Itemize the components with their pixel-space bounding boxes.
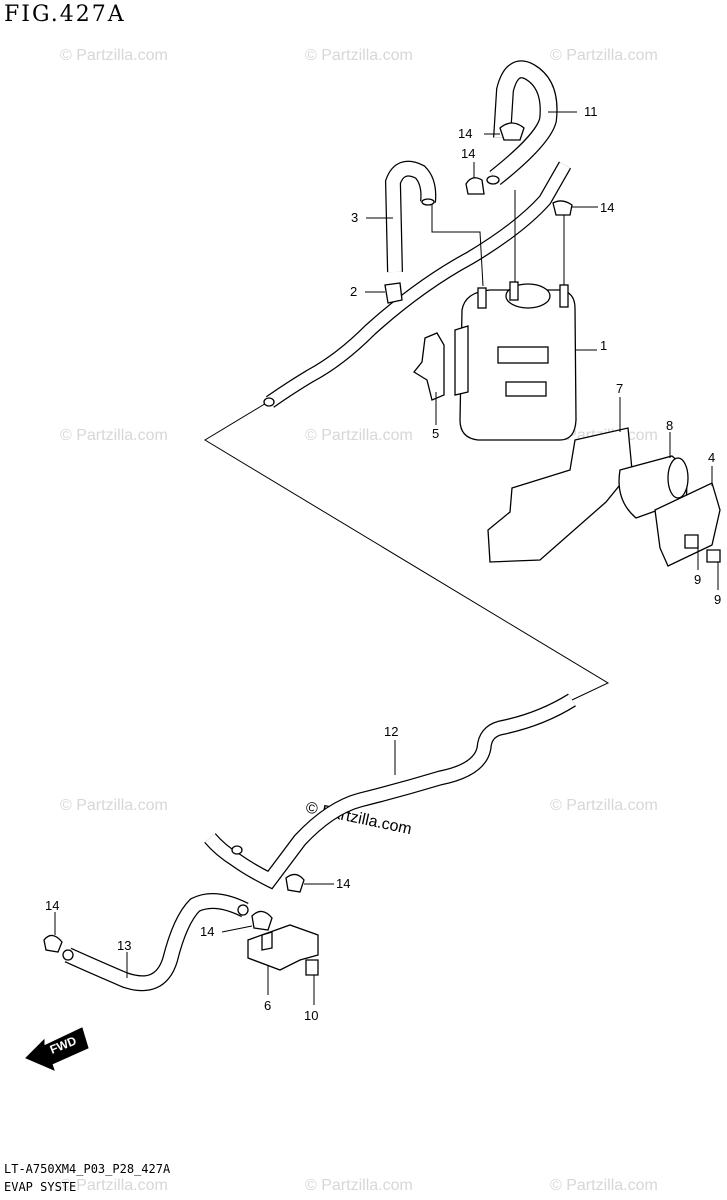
bracket-7 [487, 427, 633, 563]
watermarks: © Partzilla.com © Partzilla.com © Partzi… [60, 47, 658, 1194]
clamp-14e [251, 910, 273, 931]
callout-6: 6 [264, 998, 271, 1013]
watermark: © Partzilla.com [550, 797, 658, 814]
bolt-9a [684, 534, 699, 549]
callout-5: 5 [432, 426, 439, 441]
purge-hose-upper [263, 161, 572, 408]
bolt-9b [706, 549, 721, 563]
callout-3: 3 [351, 210, 358, 225]
part-2 [384, 282, 403, 304]
watermark: © Partzilla.com [60, 427, 168, 444]
figure-title: FIG.427A [4, 2, 126, 27]
callout-9a: 9 [694, 572, 701, 587]
clamp-14b [465, 177, 485, 195]
watermark: © Partzilla.com [60, 1177, 168, 1194]
callout-9b: 9 [714, 592, 721, 607]
hose-3 [384, 160, 437, 273]
callout-1: 1 [600, 338, 607, 353]
watermark: © Partzilla.com [60, 47, 168, 64]
callout-7: 7 [616, 381, 623, 396]
callout-14f: 14 [45, 898, 59, 913]
hose-12 [204, 693, 576, 890]
callout-10: 10 [304, 1008, 318, 1023]
callouts: 1 2 3 4 5 6 7 8 9 9 10 11 12 13 14 14 14… [45, 104, 721, 1023]
watermark: © Partzilla.com [305, 1177, 413, 1194]
clamp-14a [499, 122, 525, 141]
callout-8: 8 [666, 418, 673, 433]
watermark: © Partzilla.com [550, 47, 658, 64]
routing-line [204, 401, 610, 701]
callout-14b: 14 [461, 146, 475, 161]
watermark: © Partzilla.com [305, 427, 413, 444]
watermark: © Partzilla.com [550, 1177, 658, 1194]
callout-2: 2 [350, 284, 357, 299]
watermark: © Partzilla.com [60, 797, 168, 814]
callout-14a: 14 [458, 126, 472, 141]
watermark: © Partzilla.com [305, 47, 413, 64]
callout-14e: 14 [200, 924, 214, 939]
callout-11: 11 [584, 104, 598, 119]
callout-14c: 14 [600, 200, 614, 215]
hose-11 [486, 60, 558, 186]
bracket-5 [413, 332, 445, 401]
figure-code: LT-A750XM4_P03_P28_427A [4, 1162, 171, 1176]
clamp-14c [552, 200, 573, 216]
fwd-arrow-icon: FWD [25, 1027, 89, 1071]
callout-13: 13 [117, 938, 131, 953]
valve-6 [247, 924, 319, 971]
callout-4: 4 [708, 450, 715, 465]
callout-14d: 14 [336, 876, 350, 891]
clamp-14d [285, 873, 305, 893]
nut-10 [305, 959, 319, 976]
system-name: EVAP SYSTE [4, 1180, 77, 1194]
clamp-14f [43, 934, 63, 953]
hose-13 [62, 893, 249, 992]
leader-lines [54, 111, 719, 1005]
callout-12: 12 [384, 724, 398, 739]
canister-1 [454, 281, 577, 441]
